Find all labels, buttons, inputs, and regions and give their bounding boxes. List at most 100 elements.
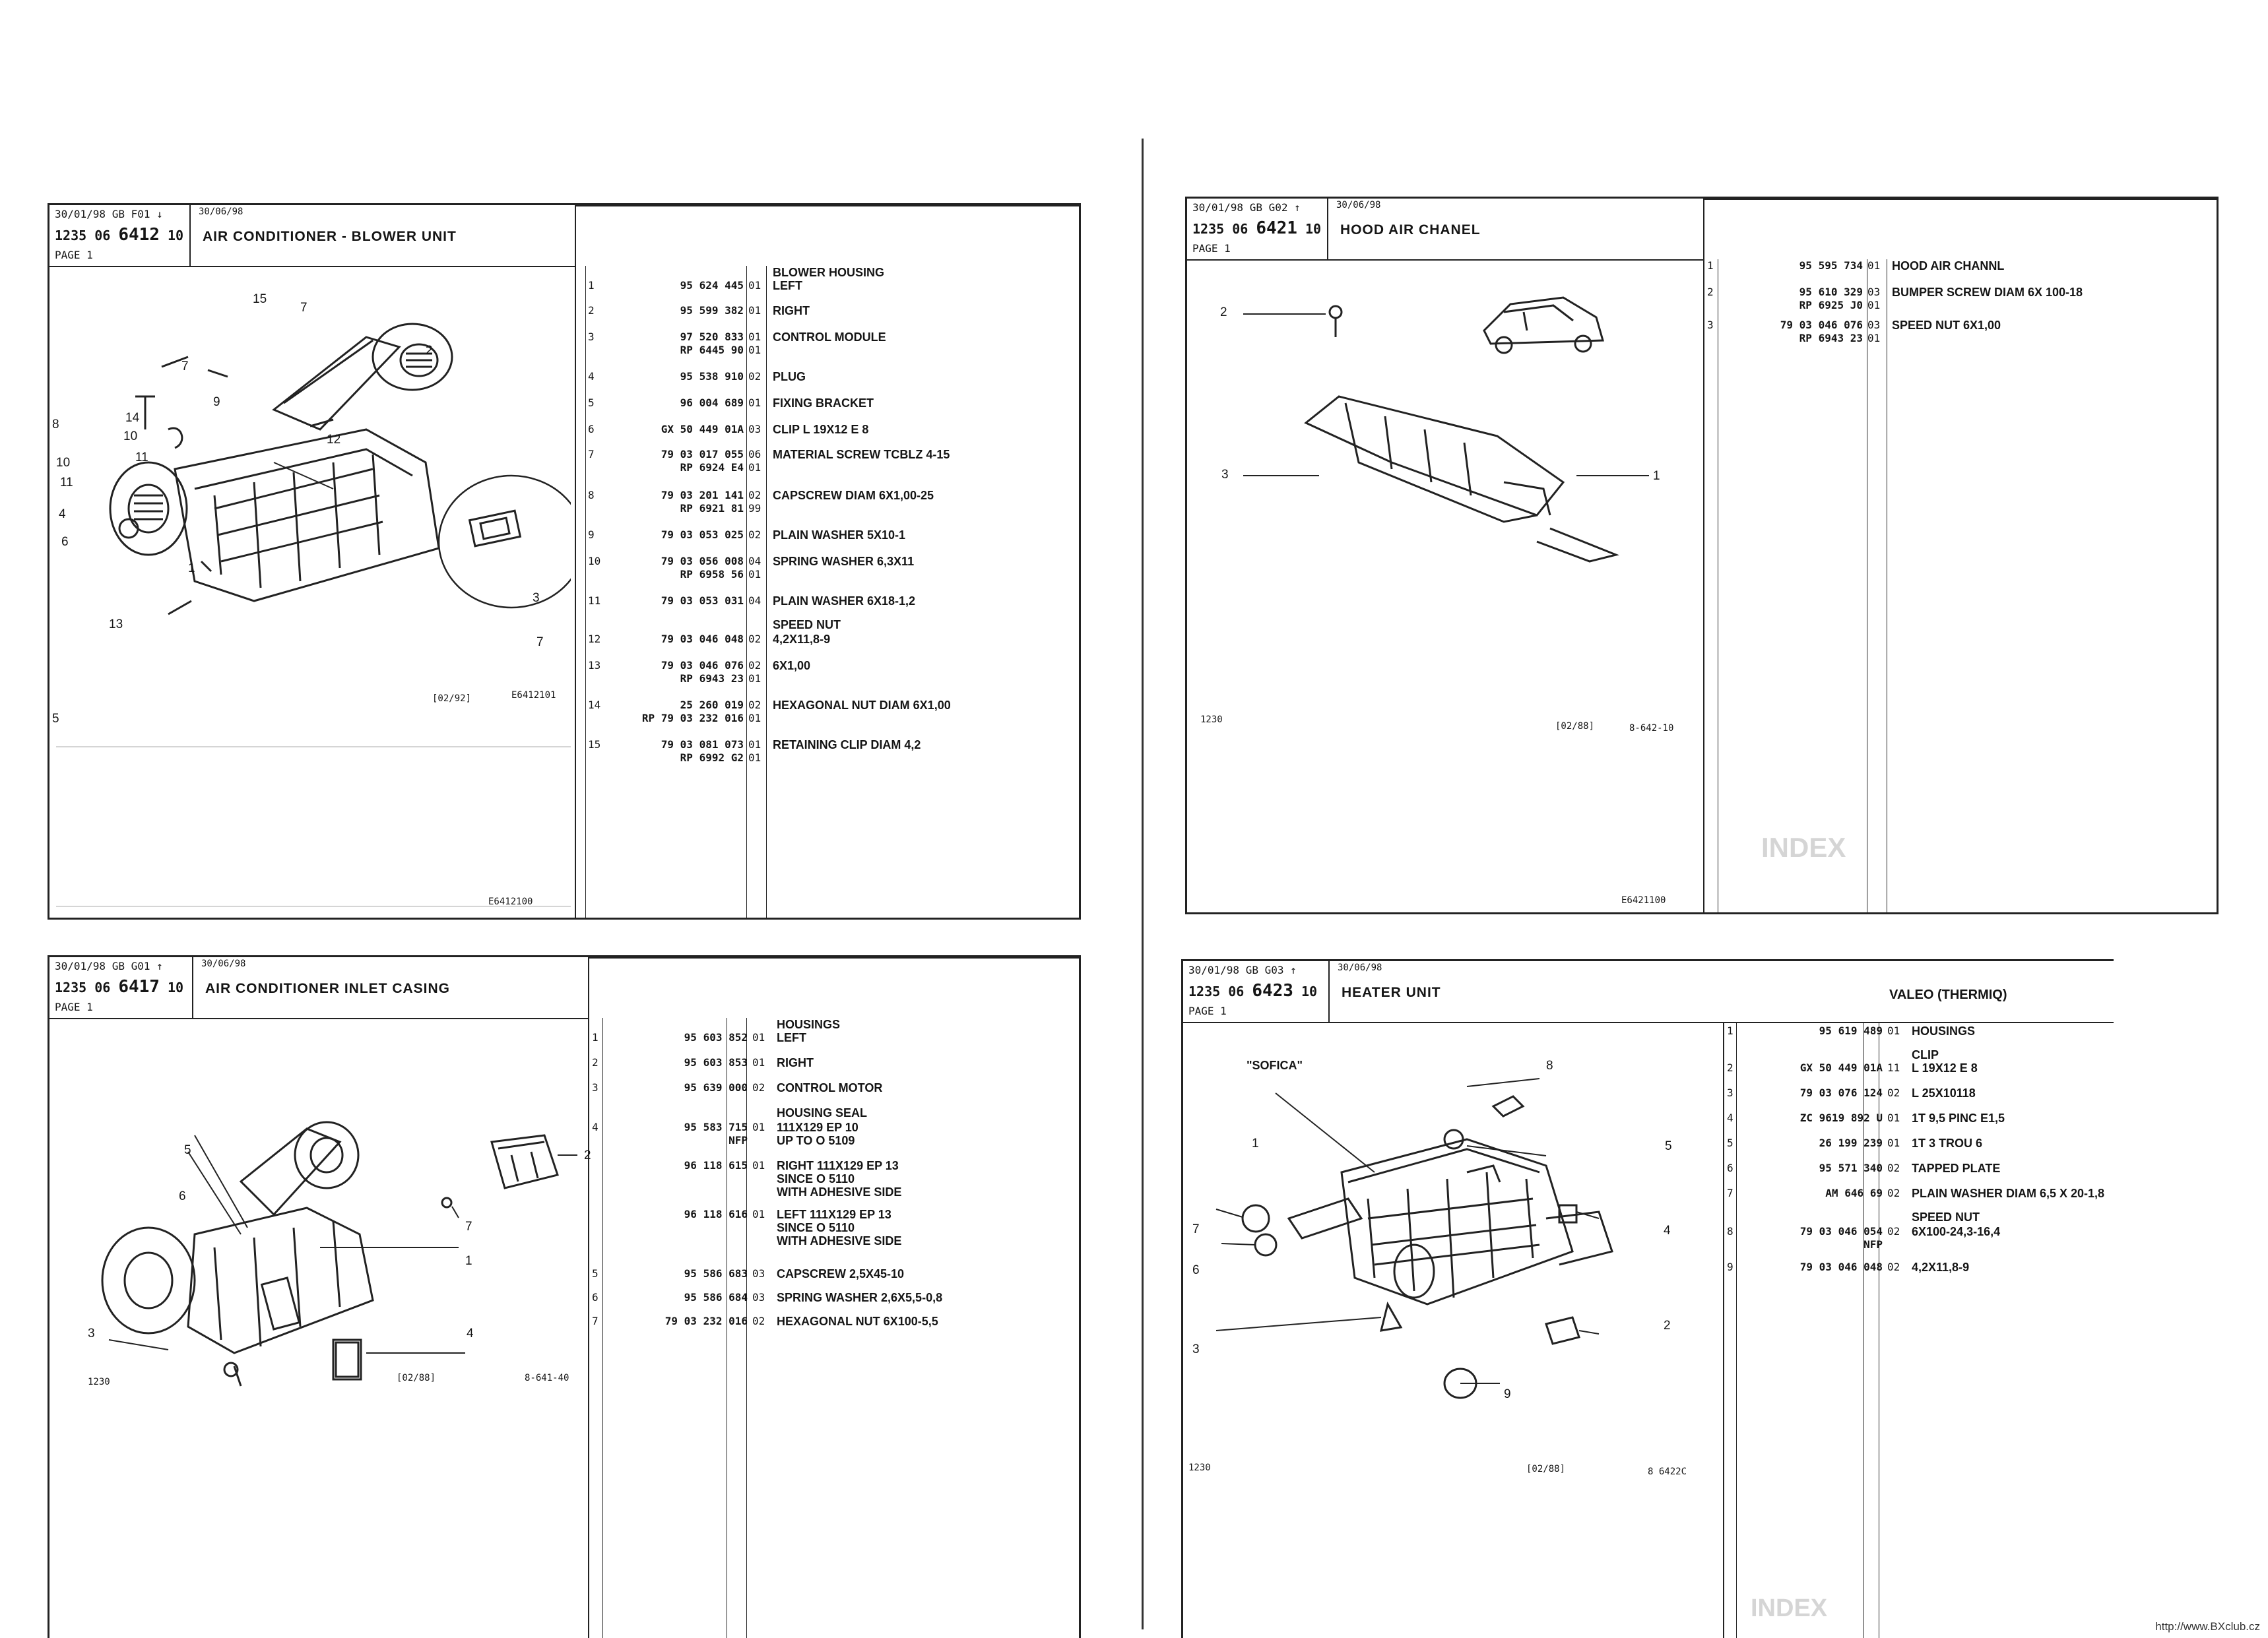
- sheet-header-title: 30/06/98 HEATER UNIT VALEO (THERMIQ): [1328, 961, 2114, 1023]
- part-group-code: 1235 06 6421 10: [1192, 218, 1322, 238]
- date-code: 30/01/98 GB G01 ↑: [55, 960, 163, 972]
- side-number: 1230: [1188, 1463, 1211, 1473]
- sheet-header-blank: [588, 957, 1079, 959]
- sheet-title: AIR CONDITIONER - BLOWER UNIT: [203, 229, 457, 244]
- callout-number: 1: [188, 561, 195, 575]
- part-group-code: 1235 06 6423 10: [1188, 981, 1318, 1001]
- sheet-title: AIR CONDITIONER INLET CASING: [205, 981, 451, 996]
- callout-number: 3: [88, 1327, 95, 1340]
- revision-date: 30/06/98: [201, 959, 246, 969]
- sheet-header-codes: 30/01/98 GB G03 ↑ 1235 06 6423 10 PAGE 1: [1183, 961, 1330, 1023]
- sheet-title: HOOD AIR CHANEL: [1340, 222, 1481, 237]
- callout-number: 2: [584, 1149, 591, 1162]
- date-code: 30/01/98 GB F01 ↓: [55, 208, 163, 220]
- callout-number: 5: [184, 1143, 191, 1157]
- revision-date: 30/06/98: [199, 206, 243, 217]
- sheet-header-blank: [1703, 199, 2217, 200]
- page-number: PAGE 1: [55, 1001, 93, 1013]
- part-group-code: 1235 06 6417 10: [55, 977, 184, 997]
- callout-number: 6: [61, 535, 69, 549]
- sheet-heater-unit: 30/01/98 GB G03 ↑ 1235 06 6423 10 PAGE 1…: [1181, 959, 2114, 1638]
- callout-number: 7: [536, 635, 544, 649]
- exploded-diagram-inlet-casing: [101, 1121, 577, 1387]
- ghost-index-label: INDEX: [1761, 832, 1846, 863]
- date-code: 30/01/98 GB G02 ↑: [1192, 201, 1301, 214]
- diagram-date-tag: [02/88]: [1526, 1464, 1566, 1474]
- callout-number: 2: [1220, 305, 1227, 319]
- exploded-diagram-blower-unit: [109, 323, 571, 615]
- callout-number: 10: [123, 429, 138, 443]
- diagram-ref-code: 8-642-10: [1629, 723, 1674, 734]
- sheet-title: HEATER UNIT: [1342, 985, 1441, 1000]
- callout-number: 4: [59, 507, 66, 521]
- callout-number: 7: [465, 1220, 472, 1234]
- page-number: PAGE 1: [1188, 1005, 1227, 1017]
- callout-number: 5: [52, 712, 59, 726]
- side-number: 1230: [88, 1377, 110, 1387]
- revision-date: 30/06/98: [1338, 962, 1382, 973]
- sheet-blower-unit: 30/01/98 GB F01 ↓ 1235 06 6412 10 PAGE 1…: [48, 203, 1081, 920]
- callout-number: 4: [467, 1327, 474, 1340]
- callout-number: 12: [327, 433, 341, 447]
- callout-number: 11: [135, 451, 148, 464]
- callout-number: 13: [109, 617, 123, 631]
- callout-number: 1: [1252, 1137, 1259, 1150]
- diagram-ref-code: 8-641-40: [525, 1373, 569, 1383]
- bleed-through-lines: [56, 746, 571, 907]
- callout-number: 1: [1653, 469, 1660, 483]
- callout-number: 8: [52, 418, 59, 431]
- callout-number: 14: [125, 411, 140, 425]
- callout-number: 7: [181, 360, 189, 373]
- diagram-date-tag: [02/88]: [1555, 721, 1595, 732]
- callout-number: 8: [1546, 1059, 1553, 1073]
- side-number: 1230: [1200, 714, 1223, 725]
- part-group-code: 1235 06 6412 10: [55, 225, 184, 245]
- callout-number: 3: [1221, 468, 1229, 482]
- source-url: http://www.BXclub.cz: [2155, 1620, 2260, 1633]
- sheet-header-title: 30/06/98 AIR CONDITIONER INLET CASING: [192, 957, 589, 1019]
- column-divider: [746, 1018, 747, 1638]
- exploded-diagram-hood-air-chanel: [1243, 296, 1649, 563]
- sheet-bottom-code: E6412100: [488, 897, 533, 907]
- column-divider: [588, 957, 589, 1638]
- sheet-bottom-code: E6421100: [1621, 895, 1666, 906]
- callout-number: 3: [533, 591, 540, 605]
- page-number: PAGE 1: [1192, 242, 1231, 255]
- callout-number: 5: [1665, 1139, 1672, 1153]
- date-code: 30/01/98 GB G03 ↑: [1188, 964, 1297, 976]
- callout-number: 6: [1192, 1263, 1200, 1277]
- diagram-ref-code: 8 6422C: [1648, 1466, 1687, 1477]
- sheet-header-blank: [575, 205, 1079, 206]
- manufacturer-label: VALEO (THERMIQ): [1889, 988, 2007, 1002]
- exploded-diagram-heater-unit: [1215, 1078, 1613, 1399]
- callout-number: 1: [465, 1254, 472, 1268]
- ghost-index-label: INDEX: [1751, 1594, 1828, 1622]
- callout-number: 4: [1664, 1224, 1671, 1238]
- column-divider: [1703, 199, 1704, 912]
- column-divider: [1736, 1022, 1737, 1638]
- sheet-header-title: 30/06/98 AIR CONDITIONER - BLOWER UNIT: [189, 205, 576, 267]
- sheet-header-codes: 30/01/98 GB G02 ↑ 1235 06 6421 10 PAGE 1: [1187, 199, 1328, 261]
- diagram-ref-code: E6412101: [511, 690, 556, 701]
- callout-number: 10: [56, 456, 71, 470]
- callout-number: 2: [426, 344, 433, 358]
- callout-number: 6: [179, 1189, 186, 1203]
- callout-number: 15: [253, 292, 267, 306]
- sheet-header-title: 30/06/98 HOOD AIR CHANEL: [1327, 199, 1704, 261]
- callout-number: 9: [213, 395, 220, 409]
- callout-number: 11: [60, 476, 73, 489]
- column-divider: [602, 1018, 603, 1638]
- revision-date: 30/06/98: [1336, 200, 1381, 210]
- callout-number: 9: [1504, 1387, 1511, 1401]
- column-divider: [766, 266, 767, 918]
- callout-number: 7: [1192, 1222, 1200, 1236]
- sheet-hood-air-chanel: 30/01/98 GB G02 ↑ 1235 06 6421 10 PAGE 1…: [1185, 197, 2219, 914]
- variant-label: "SOFICA": [1247, 1059, 1303, 1072]
- callout-number: 7: [300, 301, 308, 315]
- page-fold-line: [1142, 139, 1144, 1629]
- page-number: PAGE 1: [55, 249, 93, 261]
- column-divider: [585, 266, 586, 918]
